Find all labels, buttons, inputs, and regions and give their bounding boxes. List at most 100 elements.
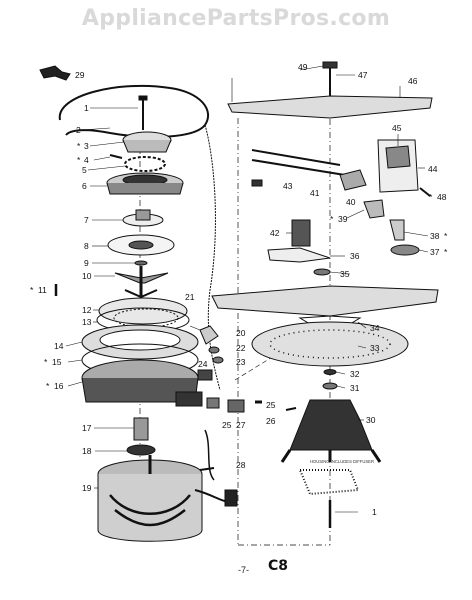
callout-19: 19 [82, 483, 92, 493]
callout-39: 39 [338, 214, 348, 224]
callout-6: 6 [82, 181, 87, 191]
part-28-screw [199, 467, 215, 471]
callout-34: 34 [370, 323, 380, 333]
callout-17: 17 [82, 423, 92, 433]
part-9-washer [134, 260, 148, 266]
callout-star-37: * [444, 247, 448, 257]
part-46-upper-arm [227, 95, 433, 119]
part-23-clamp [212, 356, 224, 364]
callout-40: 40 [346, 197, 356, 207]
part-33-screen-dots [269, 329, 391, 359]
callout-star-48: * [429, 192, 433, 202]
part-45-manifold [385, 145, 411, 169]
part-29-bracket [39, 65, 71, 81]
part-25-hose-a [227, 399, 245, 413]
diffuser-debris [298, 469, 360, 496]
callout-14: 14 [54, 341, 64, 351]
wire-to-28 [204, 429, 215, 481]
callout-41: 41 [310, 188, 320, 198]
part-41-tube-b [251, 159, 346, 176]
callout-46: 46 [408, 76, 418, 86]
callout-44: 44 [428, 164, 438, 174]
part-21-gasket [113, 308, 179, 328]
callout-29: 29 [75, 70, 85, 80]
part-38-elbow [389, 219, 405, 241]
housing-note: HOUSING INCLUDES DIFFUSER [310, 459, 374, 464]
callout-11: 11 [38, 285, 47, 295]
callout-25b: 25 [222, 420, 232, 430]
part-19-windings [109, 494, 191, 527]
part-30-housing [289, 399, 373, 451]
part-22-clamp [208, 346, 220, 354]
callout-21: 21 [185, 292, 195, 302]
callout-20: 20 [236, 328, 246, 338]
callout-star-11: * [30, 285, 34, 295]
callout-star-39: * [330, 214, 334, 224]
callout-23: 23 [236, 357, 246, 367]
callout-48: 48 [437, 192, 447, 202]
callout-4: 4 [84, 155, 89, 165]
callout-star-38: * [444, 231, 448, 241]
part-18-seal [126, 444, 156, 456]
part-16-outlet [175, 391, 203, 407]
watermark-text: AppliancePartsPros.com [81, 6, 391, 31]
callout-10: 10 [82, 271, 92, 281]
page-number: -7- [238, 565, 249, 575]
callout-5: 5 [82, 165, 87, 175]
callout-49: 49 [298, 62, 308, 72]
part-43-clip [251, 179, 263, 187]
callout-2: 2 [76, 125, 81, 135]
part-48-screw [419, 187, 431, 197]
part-12-ring [98, 297, 188, 325]
part-7-seal-hub [135, 209, 151, 221]
callout-30: 30 [366, 415, 376, 425]
callout-15: 15 [52, 357, 62, 367]
callout-26: 26 [266, 416, 276, 426]
callout-37: 37 [430, 247, 440, 257]
callout-star-3: * [77, 141, 81, 151]
part-27-hose [206, 397, 220, 409]
part-14-inner [99, 329, 181, 351]
callout-7: 7 [84, 215, 89, 225]
part-34-lower-arm [211, 285, 439, 317]
callout-3: 3 [84, 141, 89, 151]
callout-35: 35 [340, 269, 350, 279]
part-3-cap-body [122, 139, 172, 153]
part-32-washer [323, 369, 337, 375]
callout-45: 45 [392, 123, 402, 133]
callout-16: 16 [54, 381, 64, 391]
callout-31: 31 [350, 383, 360, 393]
callout-33: 33 [370, 343, 380, 353]
callout-9: 9 [84, 258, 89, 268]
motor-plug [224, 489, 238, 507]
part-20-tube [199, 325, 219, 345]
callout-28: 28 [236, 460, 246, 470]
callout-star-15: * [44, 357, 48, 367]
callout-13: 13 [82, 317, 92, 327]
part-42-filter [291, 219, 311, 247]
part-35-nut [313, 268, 331, 276]
part-41-tube [251, 149, 341, 166]
callout-18: 18 [82, 446, 92, 456]
part-26-screw [285, 407, 297, 411]
callout-1: 1 [84, 103, 89, 113]
callout-8: 8 [84, 241, 89, 251]
callout-star-4: * [77, 155, 81, 165]
part-17-sleeve [133, 417, 149, 441]
center-line-tube [234, 339, 301, 381]
callout-24: 24 [198, 359, 208, 369]
part-49-nut [322, 61, 338, 69]
callout-star-16: * [46, 381, 50, 391]
callout-32: 32 [350, 369, 360, 379]
part-2-hose [58, 84, 210, 138]
part-39-elbow [363, 199, 385, 219]
callout-42: 42 [270, 228, 280, 238]
page-code: C8 [268, 558, 289, 574]
part-36-deflector [267, 247, 331, 263]
callout-36: 36 [350, 251, 360, 261]
callout-1b: 1 [372, 507, 377, 517]
part-10-blades [124, 289, 158, 299]
part-1-head [138, 95, 148, 101]
callout-25a: 25 [266, 400, 276, 410]
